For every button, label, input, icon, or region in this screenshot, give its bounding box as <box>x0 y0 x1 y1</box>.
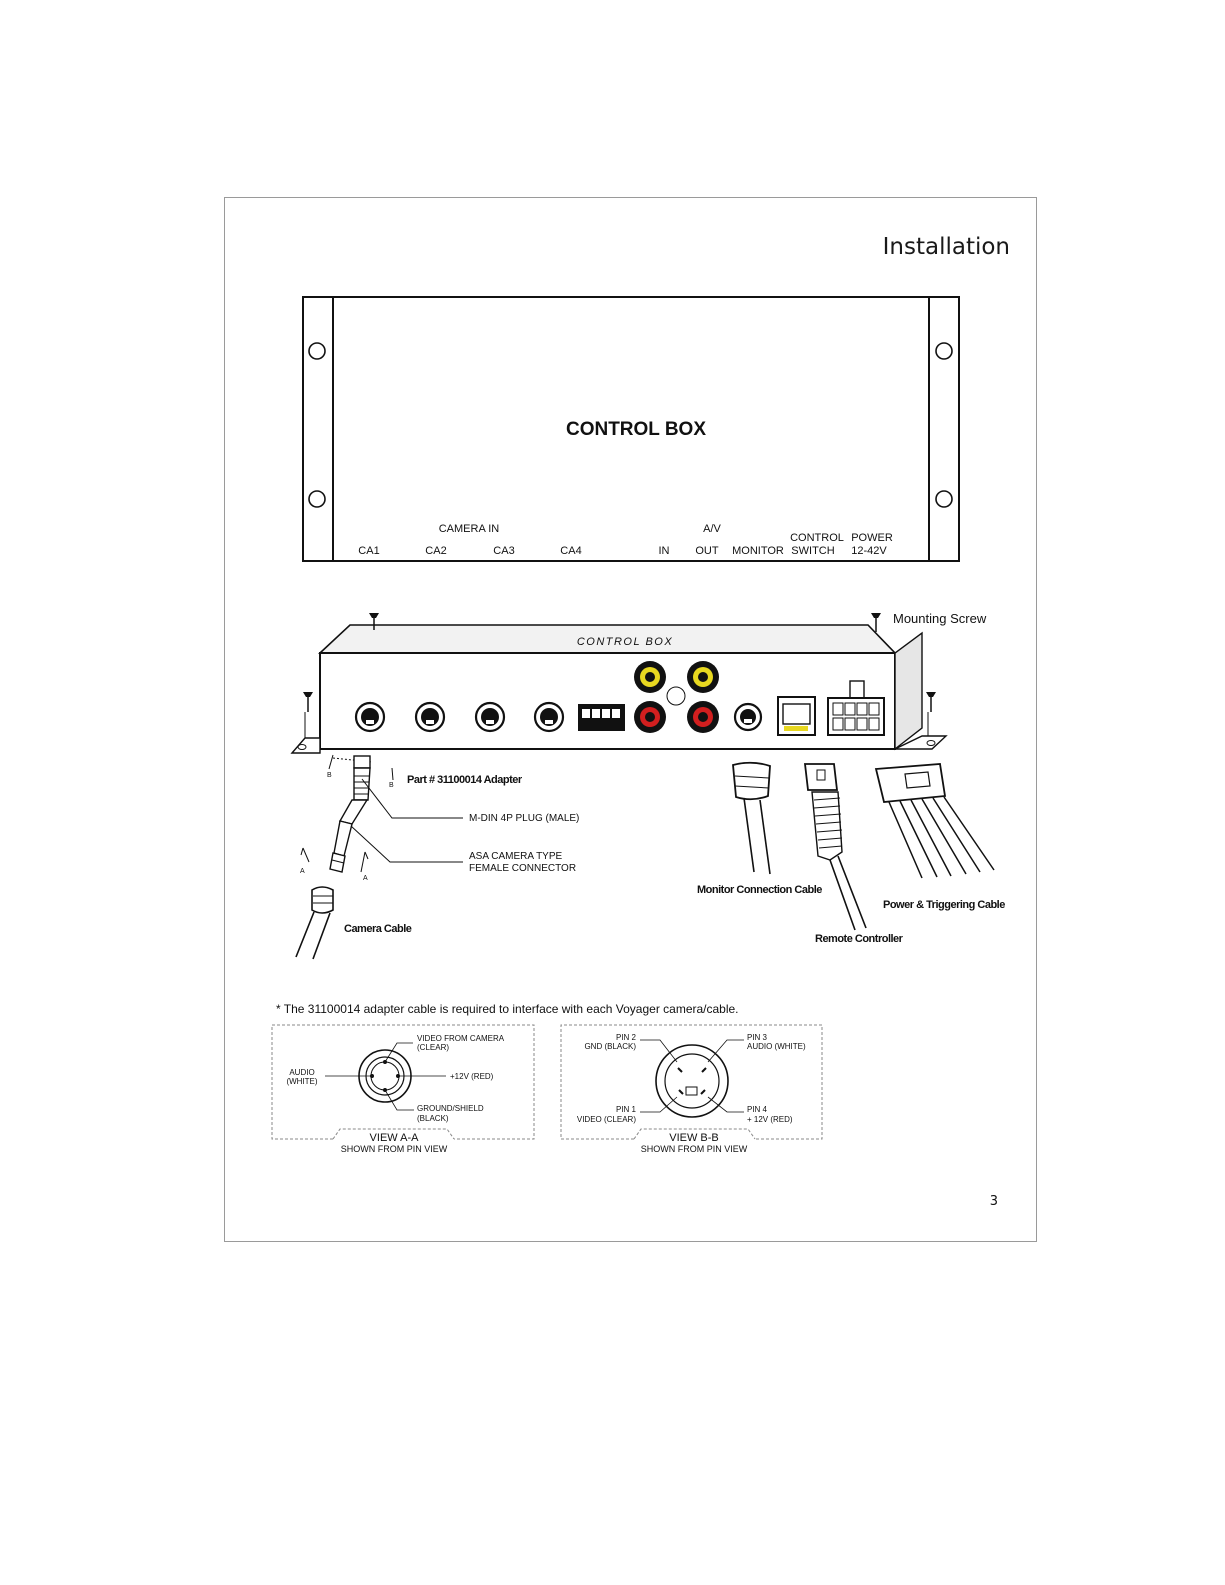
view-a-power-label: +12V (RED) <box>450 1072 494 1081</box>
voltage-label: 12-42V <box>851 545 887 557</box>
mark-b: B <box>389 782 394 789</box>
control-box-top-view: CONTROL BOX CAMERA IN A/V CA1 CA2 CA3 CA… <box>302 296 960 562</box>
mdin-plug-label: M-DIN 4P PLUG (MALE) <box>469 813 579 824</box>
mounting-screw-icon <box>303 692 313 712</box>
rca-audio-in-icon <box>634 701 666 733</box>
port-ca2: CA2 <box>425 545 446 557</box>
section-title: Installation <box>882 234 1010 260</box>
view-b-pin3-label: PIN 3 <box>747 1033 768 1042</box>
switch-label: SWITCH <box>791 545 834 557</box>
power-label: POWER <box>851 532 893 544</box>
port-out: OUT <box>695 545 719 557</box>
box-lettering: CONTROL BOX <box>577 636 673 648</box>
mounting-screw-icon <box>926 692 936 712</box>
adapter-cable-icon: B B A A <box>300 754 394 882</box>
view-b-b: PIN 2 GND (BLACK) PIN 3 AUDIO (WHITE) PI… <box>560 1024 823 1154</box>
rca-video-out-icon <box>687 661 719 693</box>
view-b-pin4-label: PIN 4 <box>747 1105 768 1114</box>
port-ca1: CA1 <box>358 545 379 557</box>
rca-video-in-icon <box>634 661 666 693</box>
av-label: A/V <box>703 523 721 535</box>
view-a-video-color: (CLEAR) <box>417 1043 449 1052</box>
monitor-cable-label: Monitor Connection Cable <box>697 884 822 896</box>
mount-hole <box>308 490 326 508</box>
port-ca3: CA3 <box>493 545 514 557</box>
terminal-block-icon <box>578 704 625 731</box>
view-b-pin2-color: GND (BLACK) <box>584 1042 636 1051</box>
camera-in-label: CAMERA IN <box>439 523 500 535</box>
port-in: IN <box>659 545 670 557</box>
view-b-pin4-color: + 12V (RED) <box>747 1115 793 1124</box>
view-a-a: VIDEO FROM CAMERA (CLEAR) AUDIO (WHITE) … <box>271 1024 535 1154</box>
mounting-screw-icon <box>871 613 881 632</box>
camera-jack-icon <box>414 701 446 733</box>
page-frame: Installation 3 <box>224 197 1037 1242</box>
mark-b: B <box>327 772 332 779</box>
camera-cable-icon <box>295 886 334 960</box>
adapter-footnote: * The 31100014 adapter cable is required… <box>276 1002 739 1016</box>
power-connector-icon <box>827 680 885 736</box>
control-label: CONTROL <box>790 532 844 544</box>
asa-connector-label-2: FEMALE CONNECTOR <box>469 863 576 874</box>
monitor-jack-icon <box>733 702 763 732</box>
view-b-pin1-label: PIN 1 <box>616 1105 637 1114</box>
mount-hole <box>935 490 953 508</box>
control-box-title: CONTROL BOX <box>566 419 706 440</box>
view-b-title: VIEW B-B <box>669 1132 719 1144</box>
view-a-title: VIEW A-A <box>370 1132 420 1144</box>
mark-a: A <box>363 875 368 882</box>
camera-jack-icon <box>533 701 565 733</box>
led-indicator <box>666 686 686 706</box>
camera-jack-icon <box>354 701 386 733</box>
mark-a: A <box>300 868 305 875</box>
control-box-perspective: CONTROL BOX Mounting Screw <box>290 611 1006 960</box>
remote-controller-cable-icon <box>803 763 867 931</box>
mount-hole <box>935 342 953 360</box>
view-b-subtitle: SHOWN FROM PIN VIEW <box>641 1144 748 1154</box>
view-b-pin2-label: PIN 2 <box>616 1033 637 1042</box>
view-b-pin3-color: AUDIO (WHITE) <box>747 1042 806 1051</box>
rj-jack-icon <box>777 696 816 736</box>
mounting-screw-icon <box>369 613 379 630</box>
power-triggering-cable-icon <box>874 763 995 879</box>
monitor-cable-icon <box>732 761 771 875</box>
view-b-pin1-color: VIDEO (CLEAR) <box>577 1115 636 1124</box>
page-number: 3 <box>989 1194 998 1209</box>
mount-hole <box>308 342 326 360</box>
power-cable-label: Power & Triggering Cable <box>883 899 1005 911</box>
camera-jack-icon <box>474 701 506 733</box>
port-monitor: MONITOR <box>732 545 784 557</box>
rca-audio-out-icon <box>687 701 719 733</box>
view-a-audio-label: AUDIO <box>289 1068 314 1077</box>
view-a-video-label: VIDEO FROM CAMERA <box>417 1034 505 1043</box>
view-a-ground-label: GROUND/SHIELD <box>417 1104 484 1113</box>
view-a-audio-color: (WHITE) <box>286 1077 317 1086</box>
mounting-screw-label: Mounting Screw <box>893 611 987 626</box>
asa-connector-label-1: ASA CAMERA TYPE <box>469 851 563 862</box>
port-ca4: CA4 <box>560 545 581 557</box>
camera-cable-label: Camera Cable <box>344 923 412 935</box>
remote-controller-label: Remote Controller <box>815 933 904 945</box>
view-a-subtitle: SHOWN FROM PIN VIEW <box>341 1144 448 1154</box>
adapter-part-label: Part # 31100014 Adapter <box>407 774 523 786</box>
view-a-ground-color: (BLACK) <box>417 1114 449 1123</box>
